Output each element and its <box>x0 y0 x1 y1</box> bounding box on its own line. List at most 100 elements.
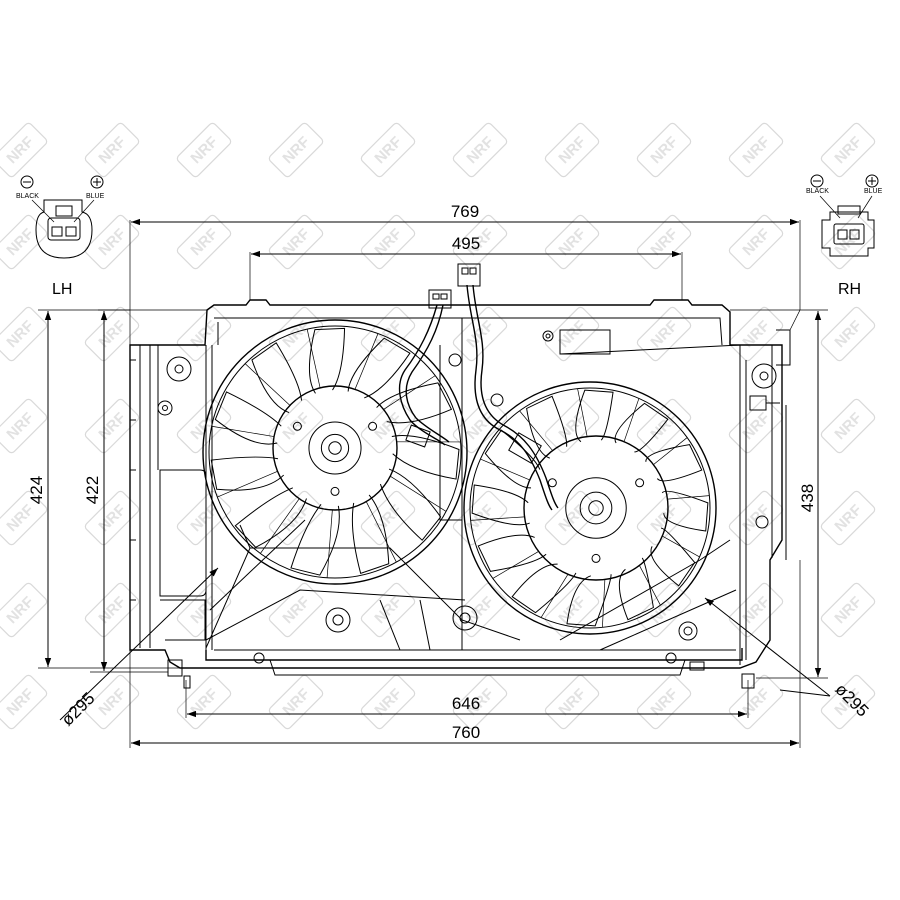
watermark-tile: NRF <box>636 490 692 546</box>
fan-spoke <box>667 495 710 500</box>
watermark-text: NRF <box>739 317 773 351</box>
fan-blade <box>566 574 612 627</box>
fan-blade <box>471 484 530 526</box>
fan-spoke <box>470 516 525 521</box>
lh-black-label: BLACK <box>16 193 39 200</box>
fan-spoke <box>540 574 569 618</box>
fan-spoke <box>354 333 379 390</box>
watermark-text: NRF <box>739 409 773 443</box>
rh-side-label: RH <box>838 281 861 298</box>
watermark-tile: NRF <box>360 306 416 362</box>
fan-blade <box>484 429 541 489</box>
watermark-tile: NRF <box>544 122 600 178</box>
fan-spoke <box>639 565 661 606</box>
fan-hub <box>308 421 362 475</box>
watermark-text: NRF <box>95 685 129 719</box>
connector-lh: BLACK BLUE LH <box>16 175 105 298</box>
watermark-tile: NRF <box>728 306 784 362</box>
fan-spoke <box>306 329 321 388</box>
fan-blade <box>614 402 669 453</box>
fan-left <box>202 319 468 585</box>
fan-blade <box>379 468 442 541</box>
plus-icon <box>90 175 104 189</box>
dim-height-left-inner: 422 <box>83 476 102 504</box>
watermark-text: NRF <box>555 317 589 351</box>
watermark-tile: NRF <box>544 582 600 638</box>
watermark-text: NRF <box>831 225 865 259</box>
dim-overall-width-top: 769 <box>451 202 479 221</box>
watermark-tile: NRF <box>544 398 600 454</box>
dim-fan-left-diameter: ø295 <box>58 689 99 730</box>
wiring-harness <box>398 263 559 511</box>
watermark-tile: NRF <box>0 306 48 362</box>
fan-hub-center <box>320 433 350 463</box>
fan-blade <box>251 342 303 414</box>
fan-blade <box>376 382 453 424</box>
nrf-watermark: NRF NRF NRF NRF NRF NRF NRF NRF NRF NRF NRF NRF NRF N… <box>0 122 876 730</box>
watermark-tile: NRF <box>360 674 416 730</box>
fan-blade <box>290 503 340 576</box>
fan-spoke <box>217 470 278 498</box>
watermark-text: NRF <box>831 317 865 351</box>
fan-spoke <box>577 388 588 437</box>
fan-spoke <box>244 363 291 406</box>
rh-blue-label: BLUE <box>864 188 883 195</box>
watermark-tile: NRF <box>84 398 140 454</box>
watermark-text: NRF <box>739 133 773 167</box>
fan-blade <box>308 327 346 394</box>
watermark-tile: NRF <box>452 582 508 638</box>
motor-bolt <box>330 486 340 496</box>
watermark-tile: NRF <box>544 674 600 730</box>
watermark-text: NRF <box>95 501 129 535</box>
connector-rh: BLACK BLUE RH <box>806 174 883 298</box>
dim-height-left-outer: 424 <box>27 476 46 504</box>
fan-shroud <box>129 299 791 689</box>
watermark-tile: NRF <box>0 214 48 270</box>
motor-bolt <box>591 553 601 563</box>
watermark-text: NRF <box>831 501 865 535</box>
fan-motor <box>272 385 398 511</box>
fan-ring-outer <box>463 381 717 635</box>
watermark-text: NRF <box>3 409 37 443</box>
fan-spoke <box>492 551 539 579</box>
watermark-text: NRF <box>95 593 129 627</box>
fan-blade <box>351 494 390 574</box>
fan-blade <box>575 389 614 443</box>
watermark-text: NRF <box>95 409 129 443</box>
plus-icon <box>865 174 879 188</box>
fan-blade <box>210 456 285 491</box>
watermark-tile: NRF <box>820 582 876 638</box>
watermark-tile: NRF <box>820 214 876 270</box>
motor-bolt <box>547 478 557 488</box>
fan-spoke <box>623 398 640 442</box>
watermark-text: NRF <box>95 133 129 167</box>
fan-spoke <box>653 437 688 465</box>
lh-blue-label: BLUE <box>86 193 105 200</box>
watermark-text: NRF <box>279 409 313 443</box>
fan-spoke <box>602 579 606 628</box>
fan-motor <box>523 435 669 581</box>
watermark-tile: NRF <box>820 398 876 454</box>
dim-overall-width-bottom: 760 <box>452 723 480 742</box>
fan-blade <box>391 434 460 480</box>
watermark-tile: NRF <box>728 582 784 638</box>
watermark-text: NRF <box>831 593 865 627</box>
watermark-tile: NRF <box>268 582 324 638</box>
watermark-text: NRF <box>555 409 589 443</box>
watermark-text: NRF <box>739 501 773 535</box>
fan-spoke <box>662 535 700 558</box>
watermark-text: NRF <box>463 501 497 535</box>
fan-blade <box>618 557 654 621</box>
watermark-text: NRF <box>555 133 589 167</box>
watermark-tile: NRF <box>0 582 48 638</box>
watermark-tile: NRF <box>176 490 232 546</box>
fan-blade <box>347 337 411 399</box>
fan-blade <box>511 563 577 614</box>
watermark-tile: NRF <box>636 122 692 178</box>
watermark-tile: NRF <box>0 674 48 730</box>
watermark-tile: NRF <box>636 306 692 362</box>
motor-bolt <box>368 421 378 431</box>
minus-icon <box>20 175 34 189</box>
watermark-tile: NRF <box>728 122 784 178</box>
fan-spoke <box>365 501 397 563</box>
